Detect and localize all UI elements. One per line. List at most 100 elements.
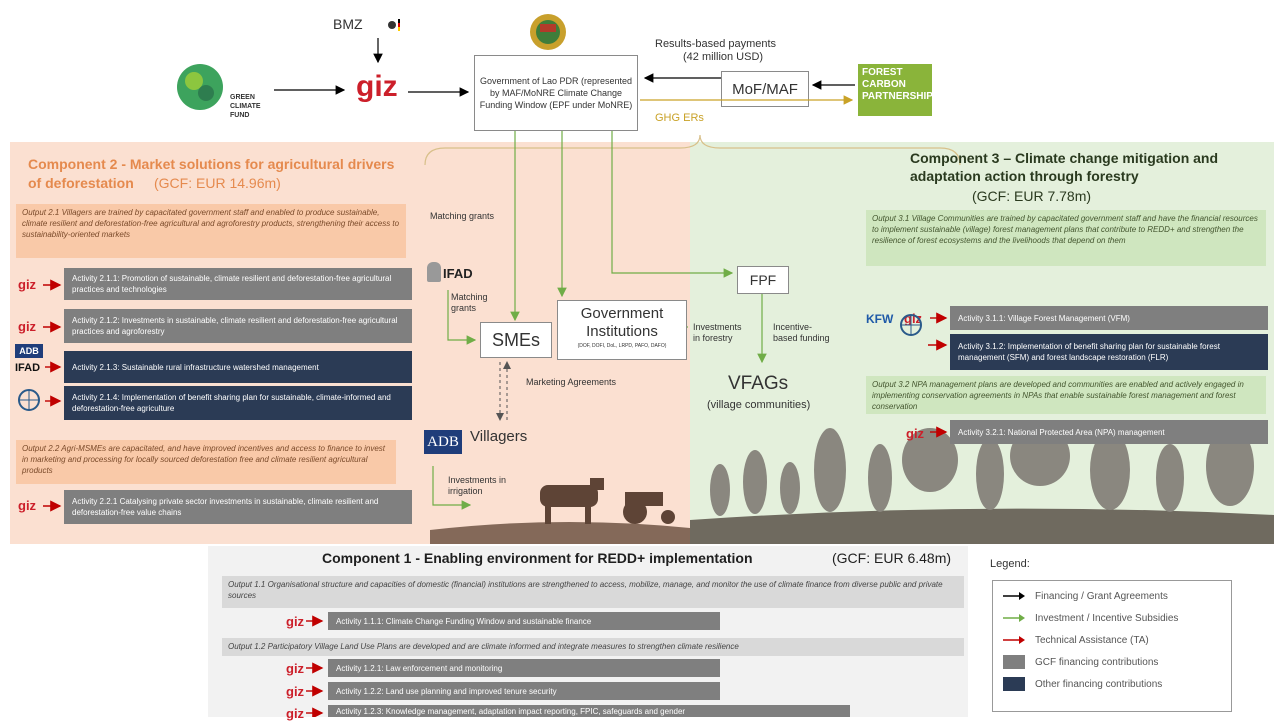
giz-logo-2-1-2: giz (18, 319, 37, 334)
activity-1-2-1: Activity 1.2.1: Law enforcement and moni… (328, 659, 720, 677)
giz-logo-1-1-1: giz (286, 614, 305, 629)
government-lao-box: Government of Lao PDR (represented by MA… (474, 55, 638, 131)
kfw-logo: KFW (866, 312, 894, 326)
village-communities-label: (village communities) (707, 399, 811, 411)
adb-logo-small: ADB (15, 344, 43, 358)
component2-title-a: Component 2 - Market solutions for agric… (28, 156, 395, 172)
legend-item-gcf: GCF financing contributions (1003, 651, 1221, 673)
activity-1-2-3-label: Activity 1.2.3: Knowledge management, ad… (336, 706, 686, 716)
legend-grey-swatch (1003, 655, 1025, 669)
output-2-2: Output 2.2 Agri-MSMEs are capacitated, a… (16, 440, 396, 484)
giz-logo-2-1-1: giz (18, 277, 37, 292)
activity-1-1-1: Activity 1.1.1: Climate Change Funding W… (328, 612, 720, 630)
component1-title: Component 1 - Enabling environment for R… (322, 550, 753, 566)
results-payments-label: Results-based payments (655, 38, 777, 50)
vfags-label: VFAGs (728, 373, 789, 394)
component3-title-a: Component 3 – Climate change mitigation … (910, 150, 1219, 166)
legend-black-arrow-icon (1003, 592, 1025, 600)
legend-label-other: Other financing contributions (1035, 678, 1163, 690)
giz-logo-1-2-2: giz (286, 684, 305, 699)
activity-1-2-2-label: Activity 1.2.2: Land use planning and im… (336, 686, 557, 696)
ifad-logo: IFAD (443, 266, 473, 281)
output-2-1: Output 2.1 Villagers are trained by capa… (16, 204, 406, 258)
adb-logo: ADB (424, 430, 462, 454)
mof-maf-box: MoF/MAF (721, 71, 809, 107)
activity-2-1-1-label: Activity 2.1.1: Promotion of sustainable… (72, 274, 392, 294)
legend-item-ta: Technical Assistance (TA) (1003, 629, 1221, 651)
smes-box: SMEs (480, 322, 552, 358)
giz-logo-1-2-3: giz (286, 706, 305, 721)
activity-1-1-1-label: Activity 1.1.1: Climate Change Funding W… (336, 616, 592, 626)
output-3-2: Output 3.2 NPA management plans are deve… (866, 376, 1266, 414)
legend-label-ta: Technical Assistance (TA) (1035, 634, 1149, 646)
activity-1-2-1-label: Activity 1.2.1: Law enforcement and moni… (336, 663, 503, 673)
bmz-eagle-icon (386, 17, 404, 33)
activity-2-1-2: Activity 2.1.2: Investments in sustainab… (64, 309, 412, 343)
legend-item-other: Other financing contributions (1003, 673, 1221, 695)
giz-logo-1-2-1: giz (286, 661, 305, 676)
activity-2-2-1-label: Activity 2.2.1 Catalysing private sector… (72, 497, 379, 517)
activity-3-1-1: Activity 3.1.1: Village Forest Managemen… (950, 306, 1268, 330)
legend-box: Financing / Grant Agreements Investment … (992, 580, 1232, 712)
marketing-agreements-label: Marketing Agreements (526, 377, 617, 387)
fpf-box: FPF (737, 266, 789, 294)
activity-3-1-2-label: Activity 3.1.2: Implementation of benefi… (958, 342, 1220, 362)
component3-budget: (GCF: EUR 7.78m) (972, 188, 1092, 204)
mof-maf-label: MoF/MAF (732, 80, 798, 98)
fpf-label: FPF (749, 272, 777, 288)
component2-title-b: of deforestation (28, 175, 134, 191)
fcp-logo: FOREST CARBON PARTNERSHIP (858, 64, 933, 116)
gov-institutions-label: Government Institutions (580, 305, 664, 340)
government-lao-text: Government of Lao PDR (represented by MA… (479, 76, 633, 110)
investments-irrigation-label: Investments in irrigation (448, 475, 507, 496)
component3-title-b: adaptation action through forestry (910, 168, 1139, 184)
activity-3-2-1-label: Activity 3.2.1: National Protected Area … (958, 427, 1165, 437)
smes-label: SMEs (491, 329, 540, 350)
ghg-label: GHG ERs (655, 112, 704, 124)
activity-2-1-3-label: Activity 2.1.3: Sustainable rural infras… (72, 362, 319, 372)
activity-2-1-3: Activity 2.1.3: Sustainable rural infras… (64, 351, 412, 383)
legend-item-financing: Financing / Grant Agreements (1003, 585, 1221, 607)
activity-1-2-2: Activity 1.2.2: Land use planning and im… (328, 682, 720, 700)
ifad-person-icon (427, 262, 441, 282)
gov-institutions-box: Government Institutions (DOF, DOFI, DoL,… (557, 300, 687, 360)
villagers-label: Villagers (470, 428, 528, 445)
legend-green-arrow-icon (1003, 614, 1025, 622)
output-1-2: Output 1.2 Participatory Village Land Us… (222, 638, 964, 656)
incentive-funding-label: Incentive-based funding (773, 322, 830, 343)
legend-red-arrow-icon (1003, 636, 1025, 644)
activity-2-2-1: Activity 2.2.1 Catalysing private sector… (64, 490, 412, 524)
activity-3-2-1: Activity 3.2.1: National Protected Area … (950, 420, 1268, 444)
bmz-label: BMZ (333, 16, 363, 32)
gov-institutions-sub: (DOF, DOFI, DoL, LRPD, PAFO, DAFO) (577, 343, 667, 349)
gcf-logo-text: GREEN CLIMATE FUND (230, 94, 261, 119)
world-bank-icon (14, 389, 44, 419)
gcf-globe-icon (176, 63, 224, 111)
output-1-1: Output 1.1 Organisational structure and … (222, 576, 964, 608)
activity-3-1-2: Activity 3.1.2: Implementation of benefi… (950, 334, 1268, 370)
giz-logo-3-2-1: giz (906, 426, 925, 441)
legend-label-gcf: GCF financing contributions (1035, 656, 1159, 668)
output-3-1: Output 3.1 Village Communities are train… (866, 210, 1266, 266)
ifad-logo-small: IFAD (15, 362, 41, 374)
component1-budget: (GCF: EUR 6.48m) (832, 550, 952, 566)
world-bank-icon-3 (896, 314, 926, 344)
activity-2-1-4-label: Activity 2.1.4: Implementation of benefi… (72, 393, 391, 413)
activity-2-1-4: Activity 2.1.4: Implementation of benefi… (64, 386, 412, 420)
matching-grants-label: Matching grants (451, 292, 488, 313)
farm-silhouette (430, 478, 690, 544)
activity-1-2-3: Activity 1.2.3: Knowledge management, ad… (328, 705, 850, 717)
activity-2-1-2-label: Activity 2.1.2: Investments in sustainab… (72, 316, 398, 336)
results-amount-label: (42 million USD) (683, 51, 764, 63)
activity-2-1-1: Activity 2.1.1: Promotion of sustainable… (64, 268, 412, 300)
forest-silhouette (690, 426, 1274, 544)
legend-label-financing: Financing / Grant Agreements (1035, 590, 1168, 602)
investments-forestry-label: Investments in forestry (693, 322, 742, 343)
giz-logo-2-2-1: giz (18, 498, 37, 513)
lao-emblem-icon (529, 10, 567, 52)
activity-3-1-1-label: Activity 3.1.1: Village Forest Managemen… (958, 313, 1130, 323)
giz-logo: giz (356, 70, 398, 103)
legend-navy-swatch (1003, 677, 1025, 691)
component2-budget: (GCF: EUR 14.96m) (154, 175, 281, 191)
